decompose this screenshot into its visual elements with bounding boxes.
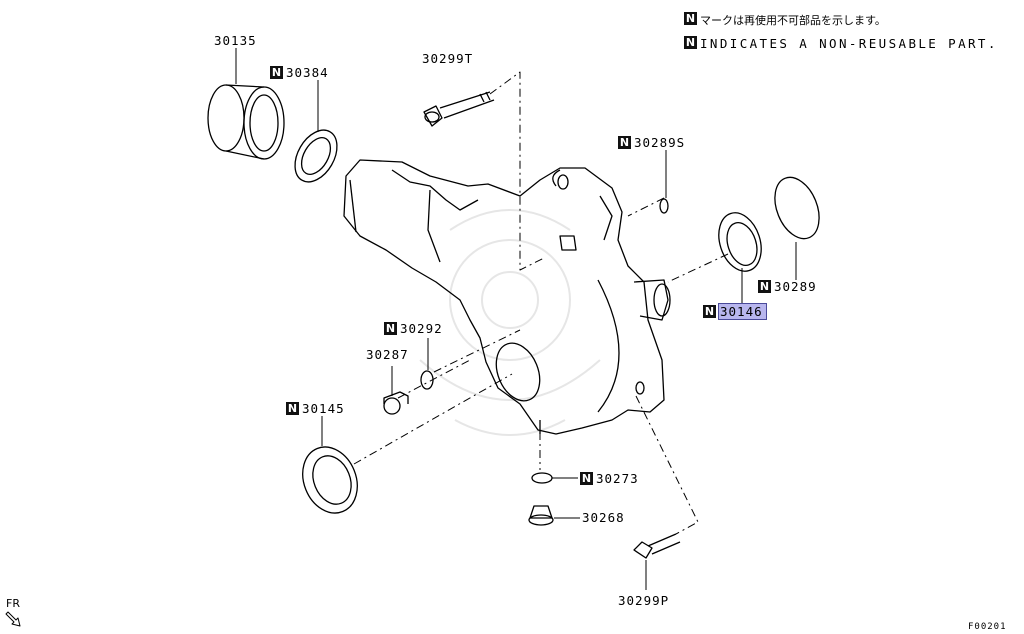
part-30289S-o-ring: [659, 198, 669, 214]
part-label-30287[interactable]: 30287: [366, 348, 409, 362]
figure-id: F00201: [968, 622, 1007, 632]
part-label-30135[interactable]: 30135: [214, 34, 257, 48]
part-number: 30268: [582, 510, 625, 525]
non-reusable-marker: N: [286, 402, 299, 415]
non-reusable-marker: N: [684, 36, 697, 49]
part-30289-o-ring: [774, 176, 820, 240]
watermark-emblem: [419, 209, 601, 436]
part-number: 30135: [214, 33, 257, 48]
part-number: 30384: [286, 65, 329, 80]
part-number: 30289: [774, 279, 817, 294]
part-30287-plug: [383, 391, 409, 415]
non-reusable-marker: N: [580, 472, 593, 485]
front-direction-label: FR: [6, 597, 20, 610]
legend-english-text: INDICATES A NON-REUSABLE PART.: [700, 36, 998, 51]
front-direction-arrow: [5, 611, 21, 627]
part-30273-gasket: [531, 472, 553, 484]
part-number: 30145: [302, 401, 345, 416]
part-number-highlighted: 30146: [718, 303, 767, 320]
part-30146-oil-seal: [718, 212, 762, 272]
part-label-30299P[interactable]: 30299P: [618, 594, 669, 608]
part-number: 30287: [366, 347, 409, 362]
part-number: 30299P: [618, 593, 670, 608]
non-reusable-marker: N: [384, 322, 397, 335]
legend-japanese-text: マークは再使用不可部品を示します。: [700, 14, 886, 27]
non-reusable-marker: N: [703, 305, 716, 318]
non-reusable-marker: N: [758, 280, 771, 293]
part-30299T-bolt: [423, 91, 495, 127]
assembly-lines: [353, 71, 729, 535]
part-30299P-bolt: [633, 533, 681, 559]
non-reusable-marker: N: [618, 136, 631, 149]
housing-bore: [495, 342, 541, 402]
part-number: 30273: [596, 471, 639, 486]
part-number: 30289S: [634, 135, 686, 150]
part-30268-plug: [528, 505, 554, 526]
part-label-30268[interactable]: 30268: [582, 511, 625, 525]
part-number: 30299T: [422, 51, 474, 66]
leader-lines: [235, 48, 797, 590]
part-30384-oil-seal: [294, 129, 338, 183]
transfer-case-housing: [343, 159, 671, 435]
part-30145-oil-seal: [302, 446, 358, 514]
part-number: 30292: [400, 321, 443, 336]
part-label-30299T[interactable]: 30299T: [422, 52, 473, 66]
part-30135-sleeve: [207, 84, 285, 160]
non-reusable-marker: N: [270, 66, 283, 79]
non-reusable-marker: N: [684, 12, 697, 25]
